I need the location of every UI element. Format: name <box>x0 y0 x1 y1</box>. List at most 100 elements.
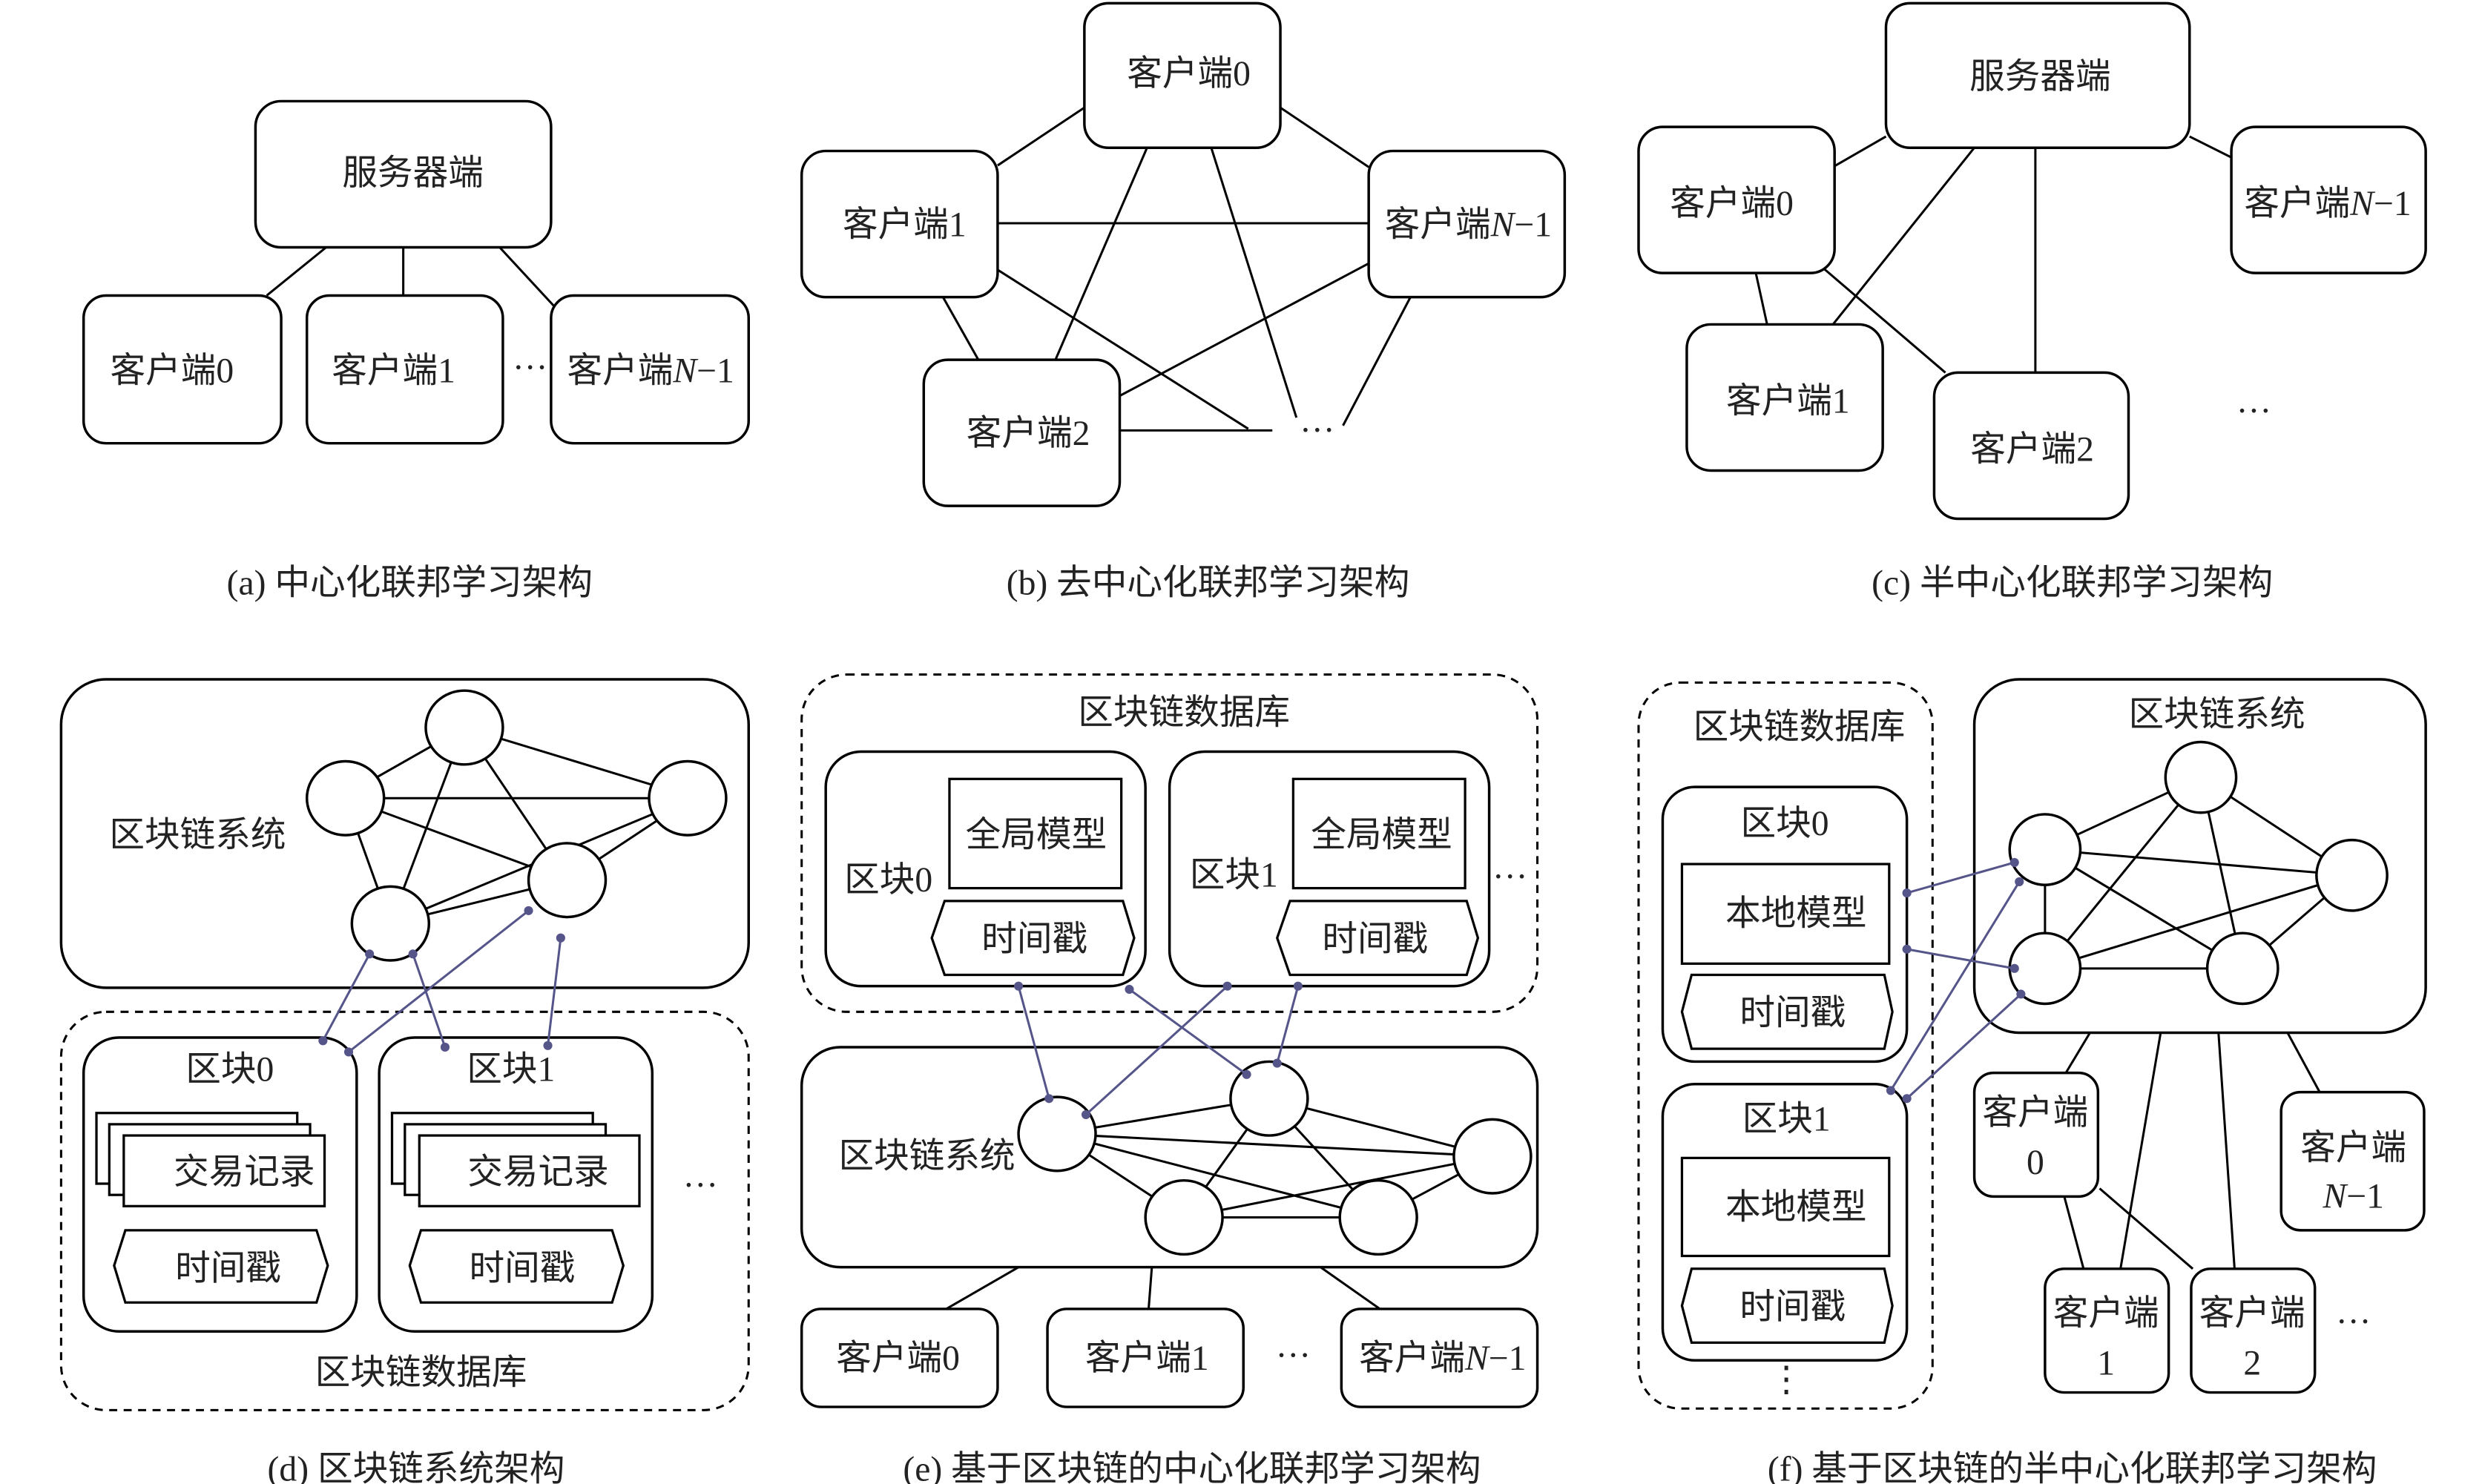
block-title: 区块0 <box>1741 805 1829 843</box>
caption: (c) 半中心化联邦学习架构 <box>1872 564 2273 602</box>
system-label: 区块链系统 <box>109 816 286 854</box>
link-dot <box>2015 877 2024 886</box>
timestamp-label: 时间戳 <box>469 1250 575 1288</box>
link-dot <box>440 1042 450 1052</box>
client-node <box>1932 371 2130 521</box>
link <box>1085 985 1228 1116</box>
peer-node <box>648 759 728 837</box>
link-dot <box>1902 1094 1912 1104</box>
edge <box>2119 1032 2162 1270</box>
records-label: 交易记录 <box>467 1153 609 1192</box>
block-title: 区块0 <box>844 861 932 900</box>
link-dot <box>2009 963 2019 973</box>
edge <box>1117 262 1369 398</box>
block-title: 区块1 <box>467 1050 555 1089</box>
edge <box>1056 1132 1379 1218</box>
client-node <box>305 294 504 445</box>
client-node <box>1046 1307 1245 1408</box>
edge <box>2064 1032 2091 1074</box>
block-title: 区块1 <box>1742 1101 1831 1139</box>
edge <box>2189 135 2232 159</box>
peer-network <box>2008 740 2389 1006</box>
model-label: 本地模型 <box>1725 1189 1867 1227</box>
timestamp-tag <box>1276 900 1480 977</box>
block-peer-links <box>1886 857 2026 1104</box>
link <box>348 909 530 1053</box>
client-label: 客户端1 <box>332 352 455 390</box>
client-label: 客户端0 <box>1127 55 1251 93</box>
vertical-ellipsis: ⋮ <box>1768 1360 1804 1399</box>
client-node <box>1083 1 1282 149</box>
edge <box>2044 874 2351 970</box>
link-dot <box>343 1047 354 1057</box>
edge <box>1054 147 1148 360</box>
link-dot <box>1886 1086 1896 1095</box>
client-label: 客户端0 <box>836 1339 960 1378</box>
edge <box>1754 272 1768 325</box>
ellipsis: ··· <box>513 349 548 387</box>
peer-node <box>1452 1118 1533 1195</box>
edge <box>997 106 1085 167</box>
client-label: 客户端0 <box>1670 185 1794 223</box>
link-dot <box>2016 989 2026 999</box>
client-node <box>800 149 999 299</box>
link-dot <box>1902 944 1912 954</box>
client-label-last: 客户端N−1 <box>1385 205 1552 244</box>
link-dot <box>1125 984 1134 995</box>
server-label: 服务器端 <box>342 154 484 193</box>
link <box>1276 986 1300 1064</box>
link-dot <box>543 1041 553 1050</box>
model-label: 全局模型 <box>1311 815 1452 854</box>
client-label-last: 客户端N−1 <box>1359 1339 1526 1378</box>
client-label-last: 客户端N−1 <box>567 352 734 390</box>
client-node <box>2044 1267 2170 1394</box>
panel-a: 服务器端 客户端0 客户端1 ··· 客户端N−1 (a) 中心化联邦学习架构 <box>82 99 750 602</box>
link <box>1889 881 2021 1092</box>
ellipsis: ··· <box>1492 858 1528 897</box>
model-box <box>1680 1156 1891 1258</box>
ellipsis: ··· <box>1300 412 1335 450</box>
client-node-last <box>550 294 750 445</box>
edge <box>498 246 560 313</box>
client-label: 客户端1 <box>843 205 967 244</box>
panel-e: 区块链数据库 区块0 全局模型 时间戳 区块1 全局模型 时间戳 ··· 区块链… <box>800 673 1539 1484</box>
edge <box>941 296 980 360</box>
client-label: 客户端 <box>2199 1295 2305 1333</box>
ellipsis: ··· <box>1276 1336 1311 1375</box>
peer-network <box>305 689 728 962</box>
client-index: 1 <box>2097 1345 2115 1383</box>
edge <box>2217 1032 2236 1269</box>
edge <box>2044 776 2202 969</box>
edge <box>266 246 327 297</box>
record-card <box>122 1134 326 1207</box>
caption: (b) 去中心化联邦学习架构 <box>1007 564 1410 602</box>
database-label: 区块链数据库 <box>1078 694 1290 733</box>
link-dot <box>1293 981 1303 991</box>
caption: (f) 基于区块链的半中心化联邦学习架构 <box>1768 1451 2377 1484</box>
link <box>322 953 371 1042</box>
edge <box>1320 1266 1381 1310</box>
client-node <box>1685 323 1884 472</box>
link <box>1906 948 2015 970</box>
link-dot <box>2009 857 2019 867</box>
link <box>1017 986 1050 1099</box>
blockchain-database-frame <box>1637 681 1934 1410</box>
timestamp-tag <box>113 1229 329 1304</box>
panel-f: 区块链数据库 区块0 本地模型 时间戳 区块1 本地模型 时间戳 ⋮ 区块链系统 <box>1637 678 2427 1484</box>
records-label: 交易记录 <box>174 1153 315 1192</box>
ellipsis: ··· <box>2236 392 2272 431</box>
client-node-last <box>2230 125 2427 274</box>
block-title: 区块0 <box>185 1050 274 1089</box>
edge <box>1342 296 1412 426</box>
database-label: 区块链数据库 <box>1693 708 1906 747</box>
client-label: 客户端1 <box>1726 383 1850 421</box>
edge <box>2044 848 2351 877</box>
ellipsis: ··· <box>2336 1302 2371 1341</box>
timestamp-tag <box>1680 1267 1894 1345</box>
caption: (d) 区块链系统架构 <box>268 1451 565 1484</box>
client-node <box>1972 1071 2100 1198</box>
client-label: 客户端0 <box>110 352 234 390</box>
ellipsis: ··· <box>682 1166 718 1204</box>
client-node-last <box>2279 1090 2426 1232</box>
